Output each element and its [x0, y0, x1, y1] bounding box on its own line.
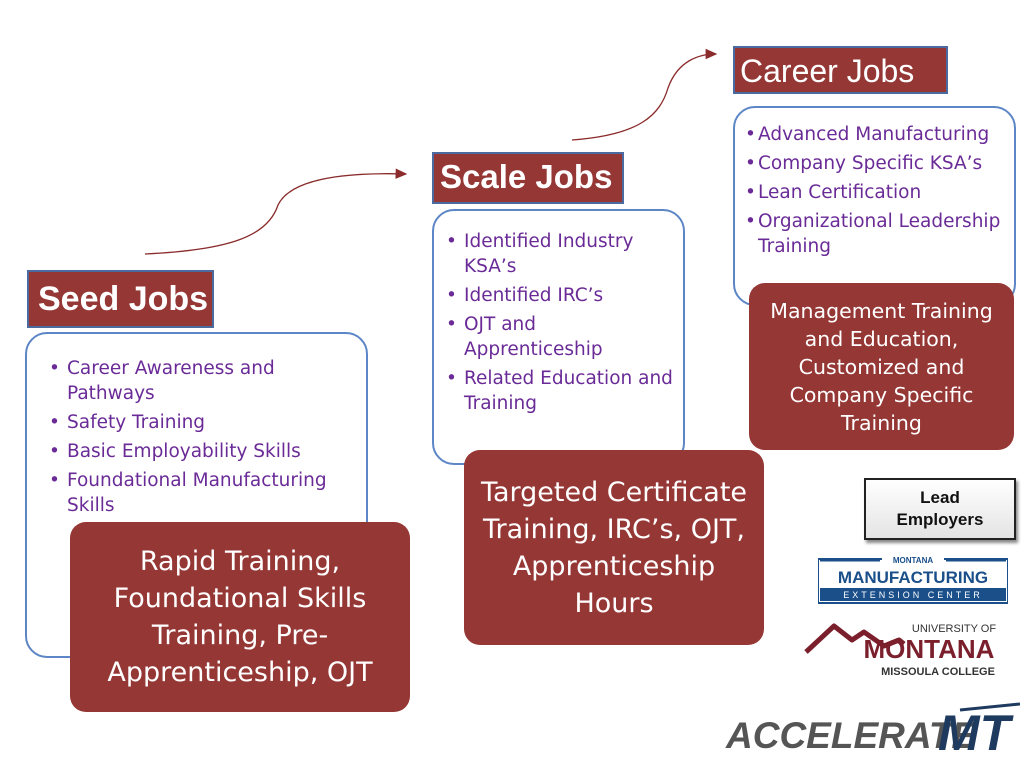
seed-jobs-summary: Rapid Training, Foundational Skills Trai… — [70, 522, 410, 712]
career-jobs-summary: Management Training and Education, Custo… — [749, 283, 1014, 450]
svg-text:UNIVERSITY OF: UNIVERSITY OF — [912, 623, 996, 635]
svg-text:ACCELERATE: ACCELERATE — [725, 715, 977, 756]
scale-item: OJT and Apprenticeship — [444, 312, 675, 362]
lead-employers-label: Lead Employers — [864, 478, 1016, 540]
svg-text:MISSOULA COLLEGE: MISSOULA COLLEGE — [881, 666, 995, 678]
career-jobs-title: Career Jobs — [733, 46, 948, 94]
scale-item: Related Education and Training — [444, 366, 675, 416]
career-jobs-panel: Advanced Manufacturing Company Specific … — [733, 106, 1016, 306]
career-jobs-list: Advanced Manufacturing Company Specific … — [745, 122, 1004, 259]
seed-item: Basic Employability Skills — [47, 439, 356, 464]
svg-text:MANUFACTURING: MANUFACTURING — [838, 568, 988, 587]
university-of-montana-logo: UNIVERSITY OF MONTANA MISSOULA COLLEGE — [804, 623, 996, 678]
scale-item: Identified Industry KSA’s — [444, 229, 675, 279]
seed-jobs-title: Seed Jobs — [27, 270, 214, 328]
montana-manufacturing-extension-center-logo: MONTANA MANUFACTURING EXTENSION CENTER — [818, 555, 1008, 605]
seed-item: Foundational Manufacturing Skills — [47, 468, 356, 518]
svg-text:EXTENSION CENTER: EXTENSION CENTER — [843, 590, 983, 600]
scale-jobs-title: Scale Jobs — [432, 152, 624, 204]
mountain-icon — [804, 623, 906, 654]
scale-jobs-summary: Targeted Certificate Training, IRC’s, OJ… — [464, 450, 764, 645]
seed-item: Career Awareness and Pathways — [47, 356, 356, 406]
career-item: Company Specific KSA’s — [745, 151, 1004, 176]
seed-jobs-list: Career Awareness and Pathways Safety Tra… — [47, 356, 356, 518]
scale-jobs-list: Identified Industry KSA’s Identified IRC… — [444, 229, 675, 416]
seed-jobs-panel: Career Awareness and Pathways Safety Tra… — [25, 332, 368, 658]
accelerate-mt-logo: ACCELERATE MT — [725, 702, 1020, 756]
svg-text:MT: MT — [938, 705, 1015, 756]
seed-to-scale-arrow — [144, 168, 408, 255]
scale-jobs-panel: Identified Industry KSA’s Identified IRC… — [432, 209, 685, 465]
svg-text:MONTANA: MONTANA — [864, 634, 995, 664]
career-item: Advanced Manufacturing — [745, 122, 1004, 147]
scale-item: Identified IRC’s — [444, 283, 675, 308]
career-item: Lean Certification — [745, 180, 1004, 205]
svg-text:MONTANA: MONTANA — [893, 556, 934, 565]
scale-to-career-arrow — [571, 48, 718, 141]
career-item: Organizational Leadership Training — [745, 209, 1004, 259]
seed-item: Safety Training — [47, 410, 356, 435]
